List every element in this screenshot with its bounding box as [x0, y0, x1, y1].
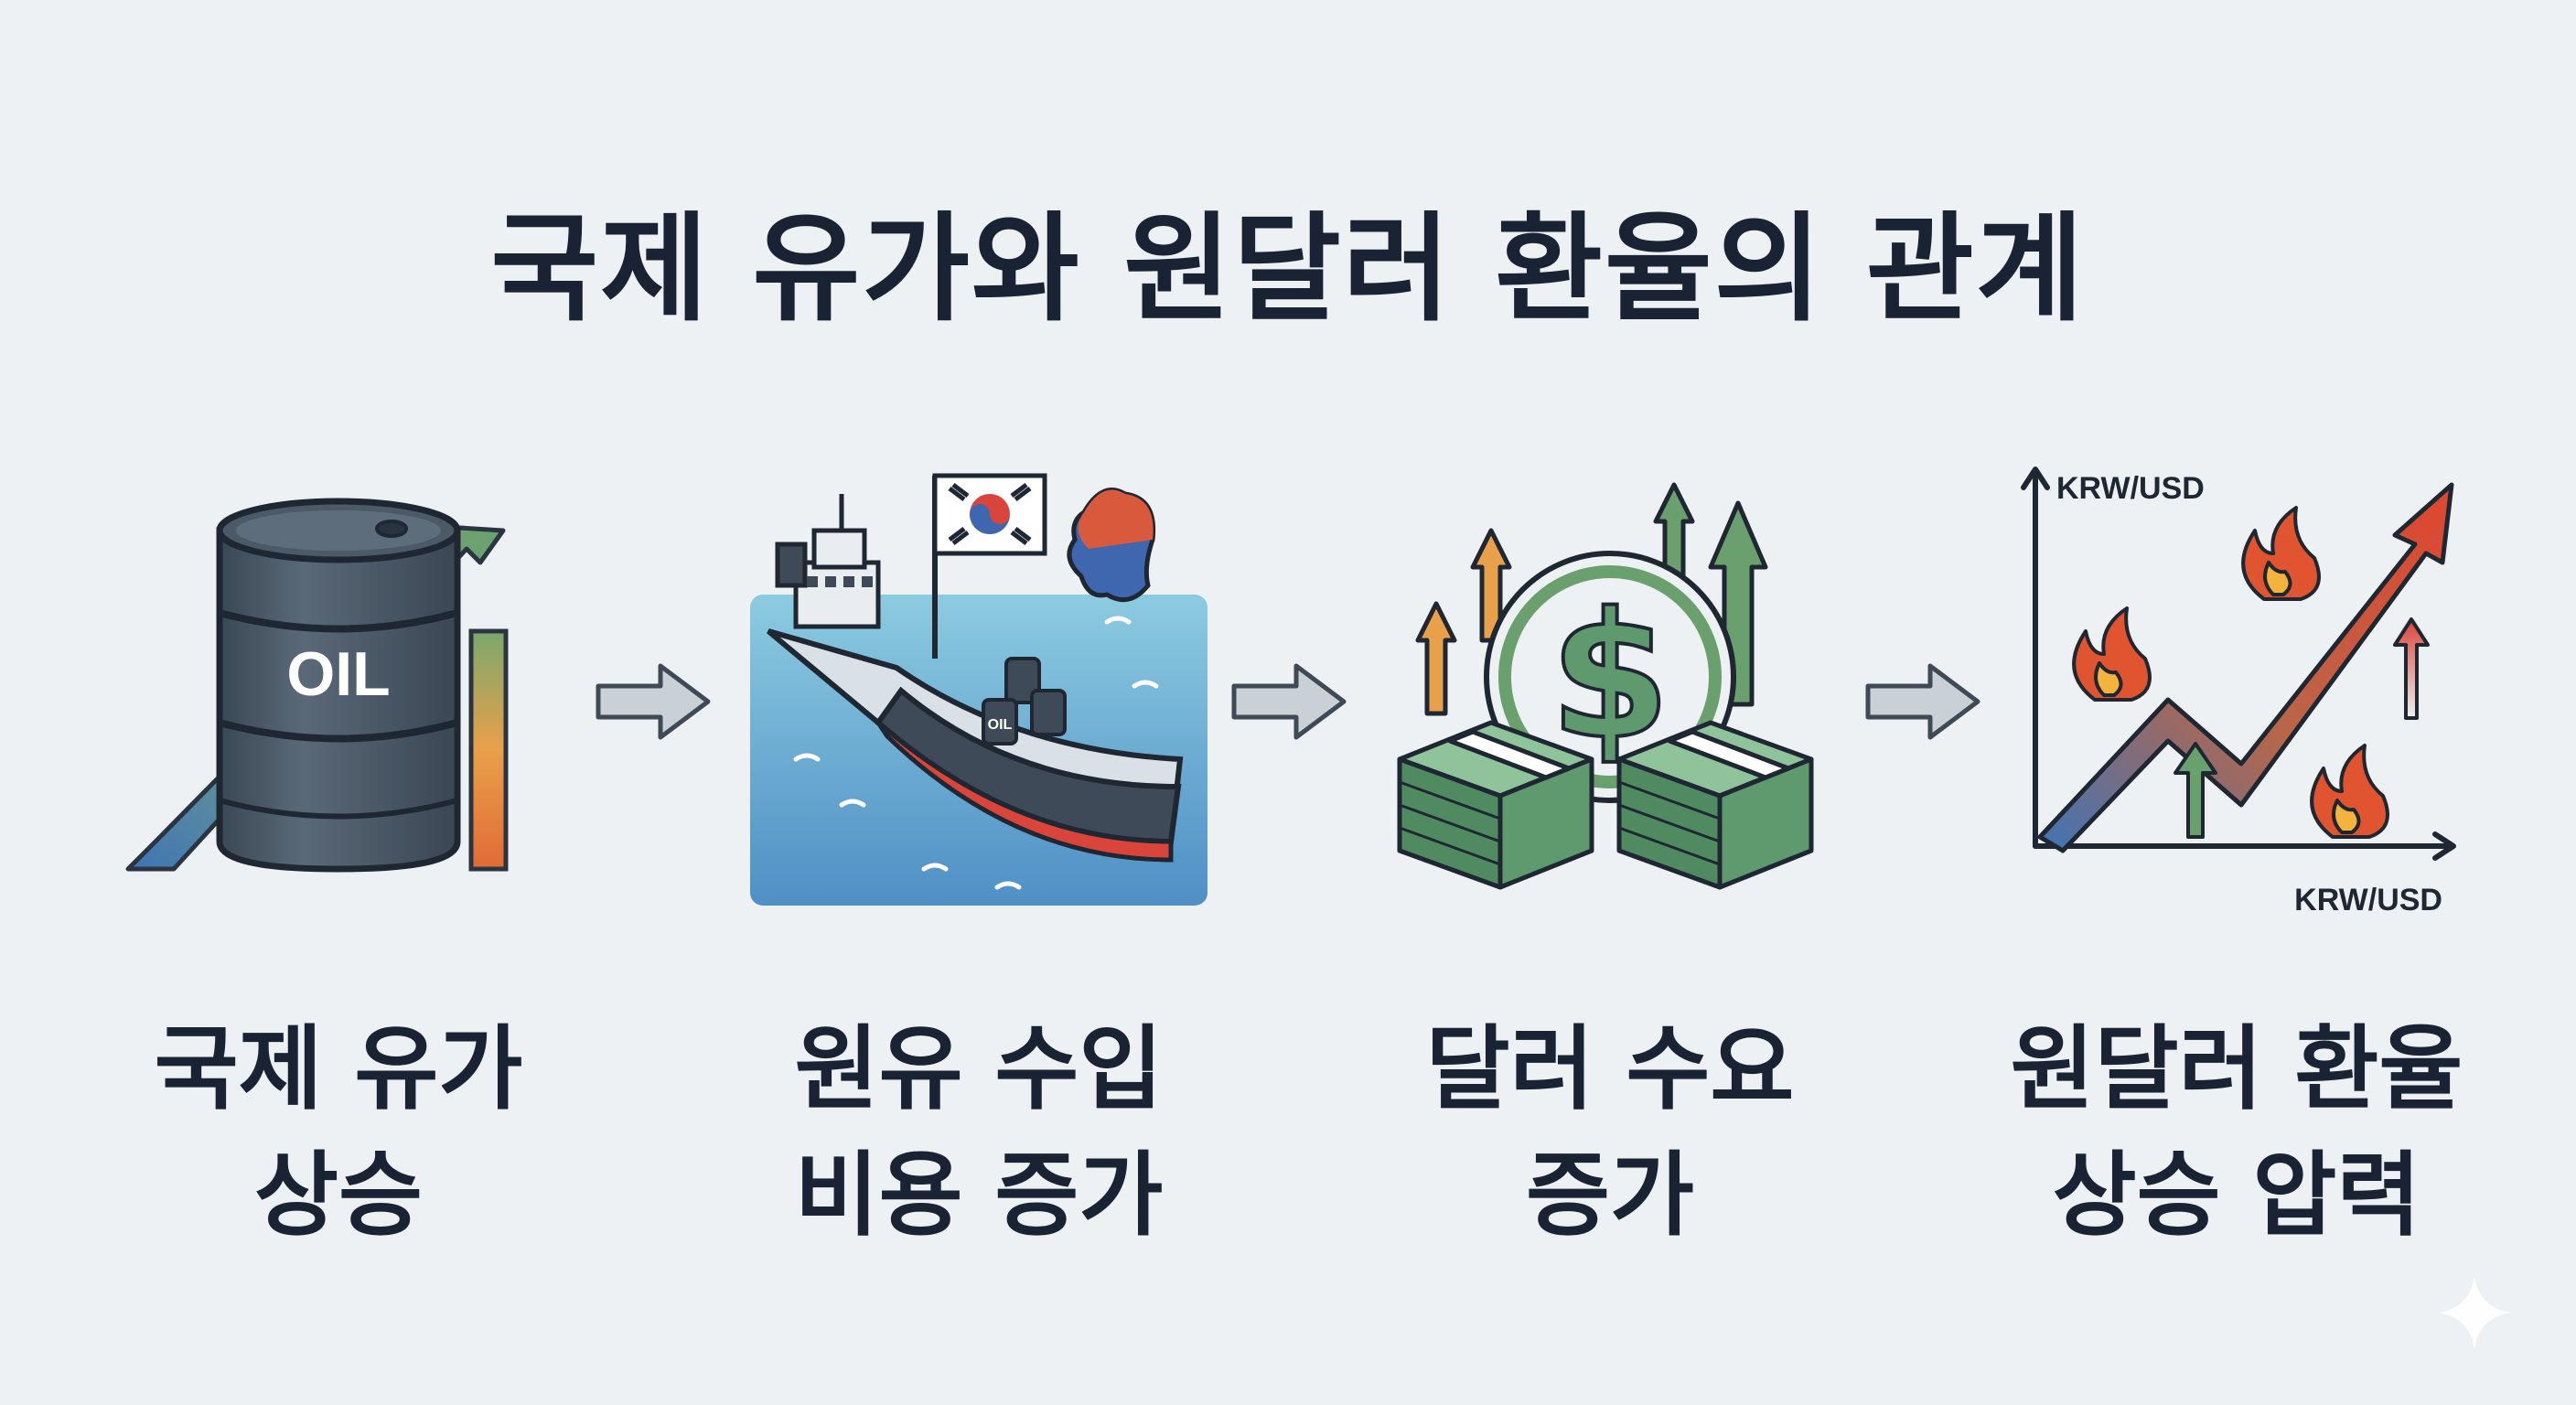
right-arrow-icon — [1865, 663, 1980, 740]
oil-tanker-icon: OIL — [750, 473, 1208, 906]
step-2-line-1: 원유 수입 — [794, 1015, 1164, 1122]
step-3-line-1: 달러 수요 — [1425, 1015, 1795, 1122]
step-2-line-2: 비용 증가 — [794, 1142, 1164, 1249]
step-4-line-2: 상승 압력 — [2052, 1142, 2421, 1249]
right-arrow-icon — [596, 663, 711, 740]
dollar-money-icon: $ — [1397, 482, 1814, 890]
step-1-line-2: 상승 — [254, 1142, 423, 1249]
step-1-label: 국제 유가 상승 — [64, 1006, 613, 1259]
step-3-label: 달러 수요 증가 — [1336, 1006, 1884, 1259]
x-axis-label: KRW/USD — [2294, 883, 2442, 917]
right-arrow-icon — [1231, 663, 1347, 740]
exchange-rate-chart-icon: KRW/USD KRW/USD — [2021, 467, 2456, 917]
step-3-line-2: 증가 — [1526, 1142, 1694, 1249]
page-title: 국제 유가와 원달러 환율의 관계 — [490, 201, 2086, 338]
barrel-label: OIL — [286, 639, 390, 709]
y-axis-label: KRW/USD — [2056, 471, 2205, 506]
sparkle-icon — [2438, 1276, 2511, 1349]
step-1-line-1: 국제 유가 — [154, 1015, 523, 1122]
step-4-label: 원달러 환율 상승 압력 — [1962, 1006, 2511, 1259]
oil-barrel-icon: OIL — [125, 498, 509, 873]
step-2-label: 원유 수입 비용 증가 — [704, 1006, 1253, 1259]
step-4-line-1: 원달러 환율 — [2010, 1015, 2463, 1122]
tanker-barrel-label: OIL — [988, 717, 1013, 733]
